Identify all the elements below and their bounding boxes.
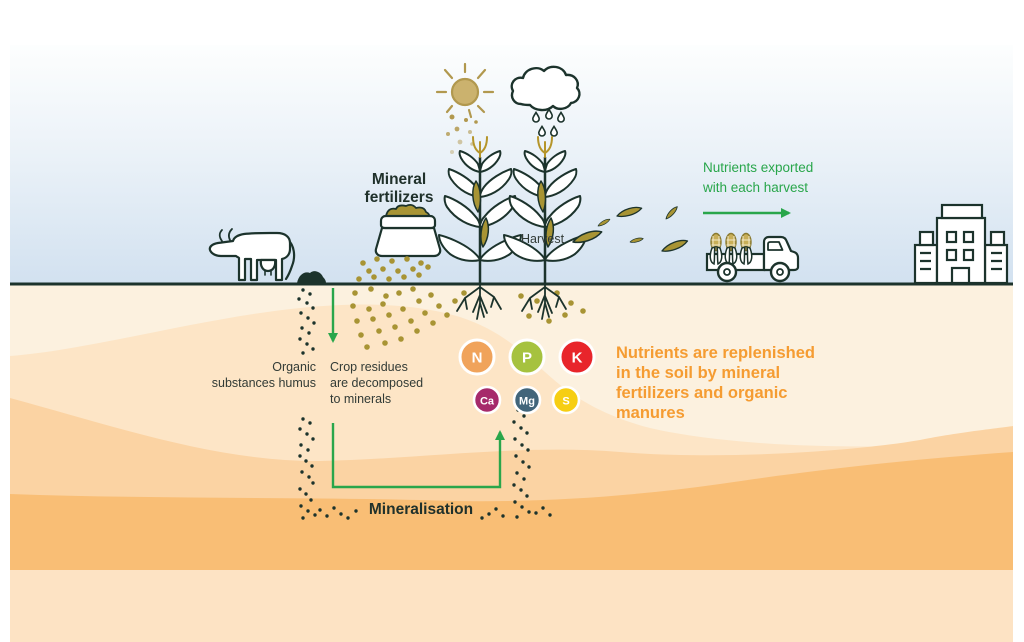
- nutrient-badges: N P K Ca Mg S: [458, 338, 596, 415]
- cow-icon: [208, 228, 296, 282]
- sun-icon: [435, 62, 495, 119]
- replenished-line2: in the soil by mineral: [616, 364, 780, 382]
- mineral-fertilizers-line2: fertilizers: [365, 189, 434, 206]
- nutrient-circle-mg: [512, 385, 542, 415]
- nutrient-circle-s: [551, 385, 581, 415]
- building-icon: [913, 203, 1009, 285]
- nutrients-exported-label: Nutrients exported with each harvest: [702, 160, 813, 195]
- mineralisation-arrow: [331, 423, 505, 489]
- crop-residues-label: Crop residues are decomposed to minerals: [330, 360, 423, 406]
- organic-substances-line2: substances humus: [212, 376, 316, 390]
- nutrient-circle-n: [458, 338, 496, 376]
- nutrient-badge-k: K: [558, 338, 596, 376]
- nutrient-symbol-n: N: [472, 350, 483, 367]
- nutrient-symbol-mg: Mg: [519, 396, 535, 408]
- nutrient-badge-n: N: [458, 338, 496, 376]
- nutrient-symbol-ca: Ca: [480, 396, 495, 408]
- nutrient-circle-k: [558, 338, 596, 376]
- replenished-line1: Nutrients are replenished: [616, 344, 815, 362]
- replenished-line3: fertilizers and organic: [616, 384, 787, 402]
- crop-residues-line3: to minerals: [330, 392, 391, 406]
- fertilizer-granules-soil: [350, 286, 586, 350]
- nutrient-badge-p: P: [508, 338, 546, 376]
- nutrient-circle-p: [508, 338, 546, 376]
- replenished-line4: manures: [616, 404, 685, 422]
- mineralisation-dots-left: [298, 417, 358, 520]
- nutrient-symbol-p: P: [522, 350, 532, 367]
- crop-residues-line1: Crop residues: [330, 360, 408, 374]
- manure-pile: [297, 271, 326, 283]
- nutrients-exported-line2: with each harvest: [702, 180, 808, 195]
- harvest-label: Harvest: [521, 232, 565, 246]
- manure-dots-trail: [297, 288, 316, 355]
- cloud-icon: [510, 65, 581, 112]
- organic-substances-line1: Organic: [272, 360, 316, 374]
- nutrient-symbol-k: K: [572, 350, 583, 367]
- fertilizer-granules-falling: [356, 256, 431, 282]
- soil-layer-4: [10, 452, 1013, 570]
- organic-substances-label: Organic substances humus: [212, 360, 316, 390]
- crop-residues-line2: are decomposed: [330, 376, 423, 390]
- nutrients-exported-line1: Nutrients exported: [703, 160, 813, 175]
- replenished-label: Nutrients are replenished in the soil by…: [616, 344, 815, 422]
- soil-layers: [10, 284, 1013, 642]
- mineral-fertilizers-line1: Mineral: [372, 171, 426, 188]
- truck-icon: [705, 232, 800, 283]
- fertilizer-bag-icon: [374, 203, 442, 258]
- nutrient-badge-s: S: [551, 385, 581, 415]
- nutrient-badge-mg: Mg: [512, 385, 542, 415]
- nutrient-circle-ca: [472, 385, 502, 415]
- mineralisation-dots-right: [480, 408, 552, 520]
- mineralisation-label: Mineralisation: [369, 501, 473, 518]
- mineral-fertilizers-label: Mineral fertilizers: [365, 171, 434, 206]
- nutrient-symbol-s: S: [562, 396, 569, 408]
- soil-layer-5: [10, 570, 1013, 642]
- nutrient-badge-ca: Ca: [472, 385, 502, 415]
